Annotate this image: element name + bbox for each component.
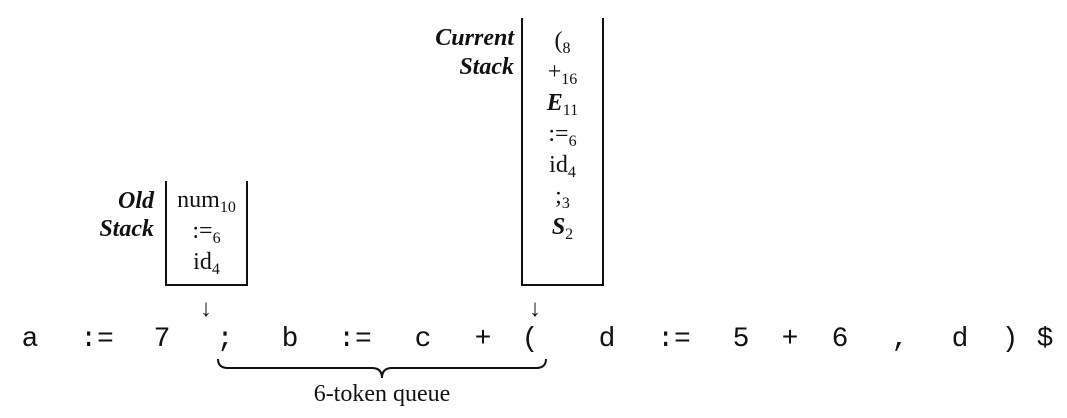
input-token: :=: [657, 324, 691, 355]
stack-entry: S2: [523, 212, 602, 243]
stack-entry-symbol: num: [177, 187, 220, 213]
stack-entry-subscript: 3: [561, 195, 570, 212]
stack-entry-symbol: :=: [192, 218, 213, 244]
stack-entry-subscript: 10: [219, 199, 236, 216]
stack-entry: :=6: [523, 119, 602, 150]
stack-entry-subscript: 16: [561, 71, 578, 88]
input-token: d: [951, 324, 969, 355]
stack-entry-symbol: ;: [555, 183, 562, 209]
stack-entry-subscript: 4: [567, 164, 576, 181]
input-token: :=: [80, 324, 114, 355]
queue-label: 6-token queue: [313, 381, 451, 407]
stack-entry: id4: [523, 150, 602, 181]
stack-entry: (8: [523, 26, 602, 57]
stack-entry: +16: [523, 57, 602, 88]
old-stack-arrow-icon: ↓: [200, 296, 212, 322]
stack-entry-subscript: 2: [565, 226, 574, 243]
stack-entry-symbol: id: [549, 152, 568, 178]
stack-entry-symbol: (: [554, 28, 563, 54]
stack-entry-symbol: E: [546, 90, 563, 116]
input-token: 7: [153, 324, 171, 355]
input-token: 5: [732, 324, 750, 355]
input-token: $: [1036, 324, 1054, 355]
input-token: :=: [338, 324, 372, 355]
stack-entry-symbol: :=: [548, 121, 569, 147]
input-token: ;: [216, 324, 234, 355]
stack-entry-subscript: 6: [212, 230, 221, 247]
input-token: ,: [891, 324, 909, 355]
input-token: +: [781, 324, 799, 355]
stack-entry-symbol: S: [551, 214, 566, 240]
queue-brace-icon: [217, 358, 547, 379]
stack-entry: ;3: [523, 181, 602, 212]
current-stack-label-line2: Stack: [459, 54, 514, 80]
current-stack-label-line1: Current: [435, 25, 514, 51]
stack-entry-subscript: 6: [568, 133, 577, 150]
stack-entry-symbol: id: [193, 249, 212, 275]
old-stack-label-line2: Stack: [99, 216, 154, 242]
input-token: b: [281, 324, 299, 355]
input-token: +: [474, 324, 492, 355]
stack-entry-subscript: 8: [562, 40, 571, 57]
input-token: d: [598, 324, 616, 355]
stack-entry: id4: [167, 247, 246, 278]
stack-entry: E11: [523, 88, 602, 119]
input-token: ): [1001, 324, 1019, 355]
input-token: a: [21, 324, 39, 355]
stack-entry: num10: [167, 185, 246, 216]
stack-entry: :=6: [167, 216, 246, 247]
input-token: c: [414, 324, 432, 355]
stack-entry-subscript: 4: [211, 261, 220, 278]
input-token: (: [521, 324, 539, 355]
old-stack-label-line1: Old: [118, 188, 154, 214]
current-stack-arrow-icon: ↓: [529, 296, 541, 322]
stack-entry-subscript: 11: [562, 102, 579, 119]
stack-entry-symbol: +: [547, 59, 562, 85]
input-token: 6: [831, 324, 849, 355]
